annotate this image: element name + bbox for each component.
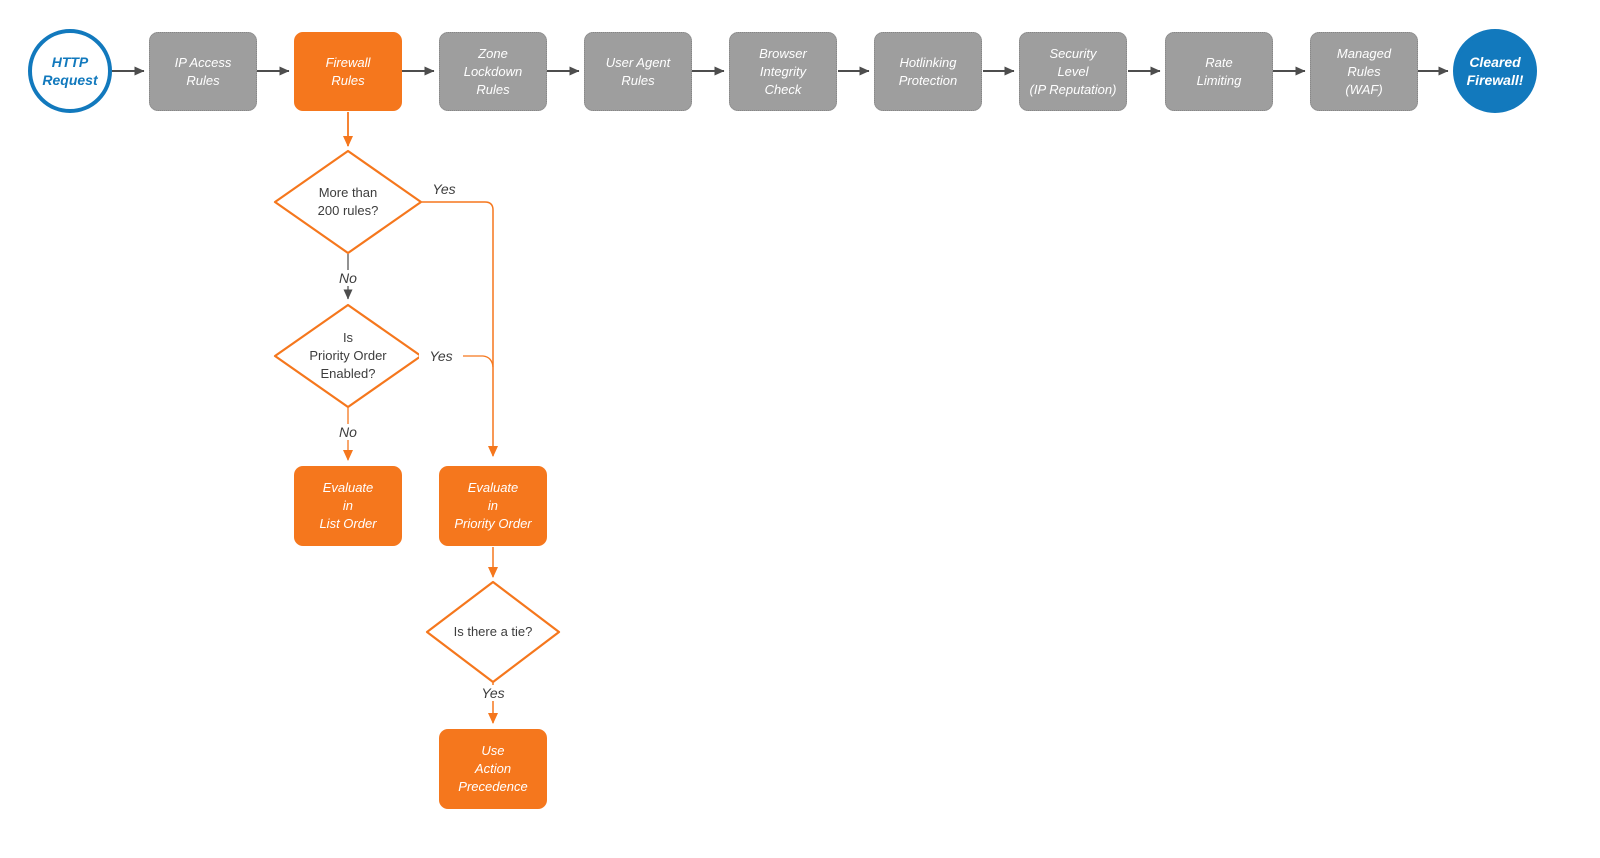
node-hotlinking-protection: Hotlinking Protection	[874, 32, 982, 111]
node-http-request: HTTP Request	[28, 29, 112, 113]
node-evaluate-in-priority-order: Evaluate in Priority Order	[439, 466, 547, 546]
edge-label-d1-yes: Yes	[422, 181, 466, 197]
connector-d2-yes	[422, 355, 494, 368]
edge-label-d3-yes: Yes	[471, 685, 515, 701]
node-zone-lockdown-rules: Zone Lockdown Rules	[439, 32, 547, 111]
node-rate-limiting: Rate Limiting	[1165, 32, 1273, 111]
node-user-agent-rules: User Agent Rules	[584, 32, 692, 111]
decision-more-than-200-rules	[273, 149, 423, 255]
decision-label-more-than-200-rules: More than 200 rules?	[317, 185, 379, 218]
node-managed-rules-waf: Managed Rules (WAF)	[1310, 32, 1418, 111]
node-firewall-rules: Firewall Rules	[294, 32, 402, 111]
decision-is-there-a-tie	[425, 580, 561, 684]
node-browser-integrity-check: Browser Integrity Check	[729, 32, 837, 111]
edge-label-d2-yes: Yes	[419, 348, 463, 364]
connector-d1-yes	[422, 201, 498, 457]
decision-label-priority-order-enabled: Is Priority Order Enabled?	[309, 330, 387, 381]
decision-priority-order-enabled	[273, 303, 423, 409]
edge-label-d1-no: No	[326, 270, 370, 286]
node-use-action-precedence: Use Action Precedence	[439, 729, 547, 809]
node-evaluate-in-list-order: Evaluate in List Order	[294, 466, 402, 546]
node-security-level: Security Level (IP Reputation)	[1019, 32, 1127, 111]
decision-label-is-there-a-tie: Is there a tie?	[453, 624, 533, 639]
node-cleared-firewall: Cleared Firewall!	[1453, 29, 1537, 113]
edge-label-d2-no: No	[326, 424, 370, 440]
node-ip-access-rules: IP Access Rules	[149, 32, 257, 111]
